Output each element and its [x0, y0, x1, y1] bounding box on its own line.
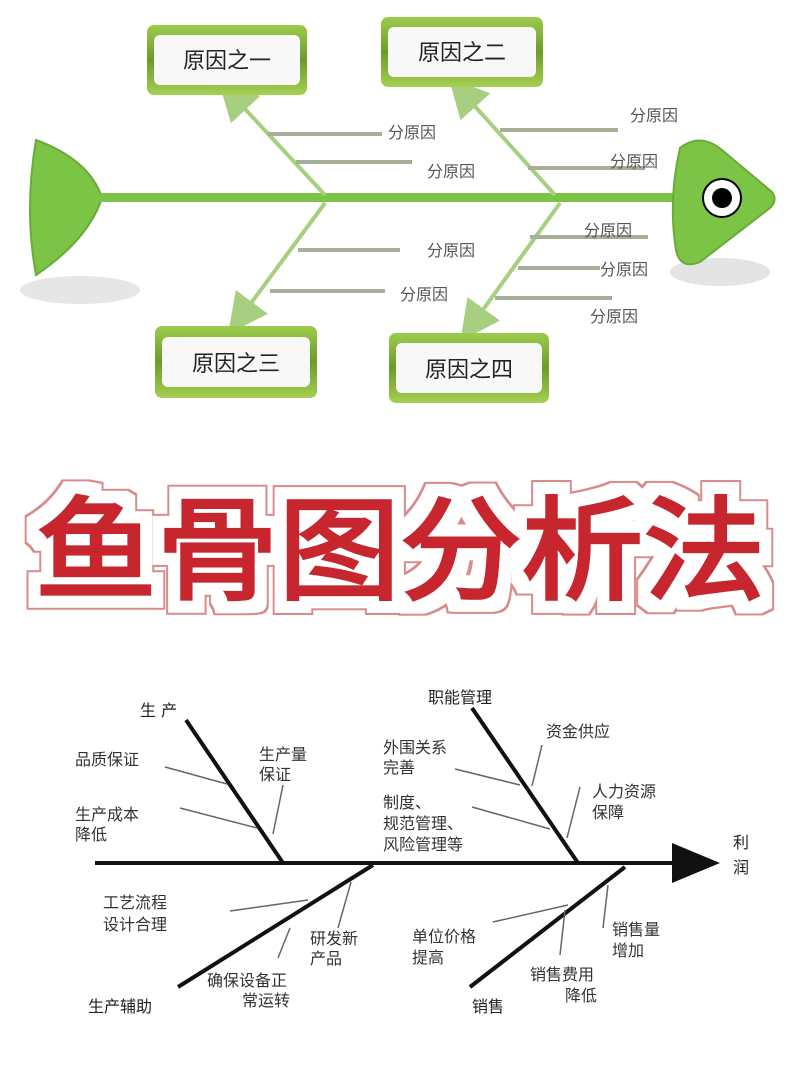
sub-label: 人力资源 — [592, 782, 656, 801]
page-title: 鱼骨图分析法 — [35, 487, 765, 617]
svg-text:原因之二: 原因之二 — [418, 41, 506, 66]
fishbone-template-diagram: 分原因 分原因 分原因 分原因 分原因 分原因 分原因 分原因 分原因 原因之一… — [0, 0, 800, 430]
sub-cause-label: 分原因 — [590, 307, 638, 326]
cause-box-1: 原因之一 — [147, 25, 307, 95]
sub-label: 品质保证 — [75, 750, 139, 769]
category-label-function-management: 职能管理 — [428, 688, 492, 707]
sub-cause-label: 分原因 — [427, 162, 475, 181]
sub-label: 销售费用 — [530, 965, 594, 984]
sub-label: 保证 — [259, 765, 291, 784]
bone-cause-3 — [228, 201, 327, 335]
sub-cause-label: 分原因 — [400, 285, 448, 304]
fish-eye-icon — [702, 178, 742, 218]
bone-production — [184, 718, 285, 865]
sub-label: 确保设备正 — [207, 971, 287, 990]
cause-box-3: 原因之三 — [155, 326, 317, 398]
sub-cause-label: 分原因 — [630, 106, 678, 125]
bone-sales — [468, 865, 627, 989]
sub-label: 外围关系 — [383, 738, 447, 757]
title-banner: 鱼骨图分析法 — [0, 445, 800, 645]
cause-box-4: 原因之四 — [389, 333, 549, 403]
sub-label: 降低 — [75, 825, 107, 844]
sub-label: 工艺流程 — [103, 893, 167, 912]
category-label-sales: 销售 — [472, 997, 504, 1016]
sub-cause-label: 分原因 — [610, 152, 658, 171]
fish-spine — [100, 193, 680, 202]
svg-text:原因之三: 原因之三 — [192, 352, 280, 377]
category-label-production-aux: 生产辅助 — [88, 997, 152, 1016]
sub-label: 资金供应 — [546, 722, 610, 741]
sub-label: 规范管理、 — [383, 814, 463, 833]
sub-cause-label: 分原因 — [584, 221, 632, 240]
sub-label: 完善 — [383, 758, 415, 777]
sub-label: 生产量 — [259, 745, 307, 764]
svg-text:原因之一: 原因之一 — [183, 49, 271, 74]
bone-cause-4 — [460, 201, 562, 342]
bone-function-management — [470, 706, 580, 865]
sub-label: 研发新 — [310, 929, 358, 948]
sub-label: 增加 — [612, 941, 644, 960]
fish-tail-icon — [29, 138, 104, 277]
sub-label: 产品 — [310, 949, 342, 968]
sub-label: 生产成本 — [75, 805, 139, 824]
sub-cause-label: 分原因 — [388, 123, 436, 142]
svg-text:原因之四: 原因之四 — [425, 358, 513, 383]
profit-fishbone-diagram: 利 润 生 产 职能管理 生产辅助 销售 品质保证 生 — [0, 660, 800, 1068]
tail-shadow — [20, 276, 140, 304]
sub-label: 单位价格 — [412, 927, 476, 946]
sub-cause-label: 分原因 — [427, 241, 475, 260]
category-label-production: 生 产 — [140, 701, 177, 720]
sub-label: 降低 — [565, 986, 597, 1005]
bone-cause-1 — [218, 80, 327, 197]
sub-label: 制度、 — [383, 793, 431, 812]
head-label: 利 — [733, 833, 749, 852]
sub-label: 销售量 — [612, 920, 660, 939]
sub-label: 保障 — [592, 803, 624, 822]
sub-label: 常运转 — [242, 991, 290, 1010]
sub-cause-label: 分原因 — [600, 260, 648, 279]
sub-label: 提高 — [412, 948, 444, 967]
bone-production-aux — [176, 863, 375, 989]
sub-label: 设计合理 — [103, 915, 167, 934]
head-label: 润 — [733, 858, 749, 877]
sub-label: 风险管理等 — [383, 835, 463, 854]
bone-cause-2 — [448, 77, 557, 197]
cause-box-2: 原因之二 — [381, 17, 543, 87]
